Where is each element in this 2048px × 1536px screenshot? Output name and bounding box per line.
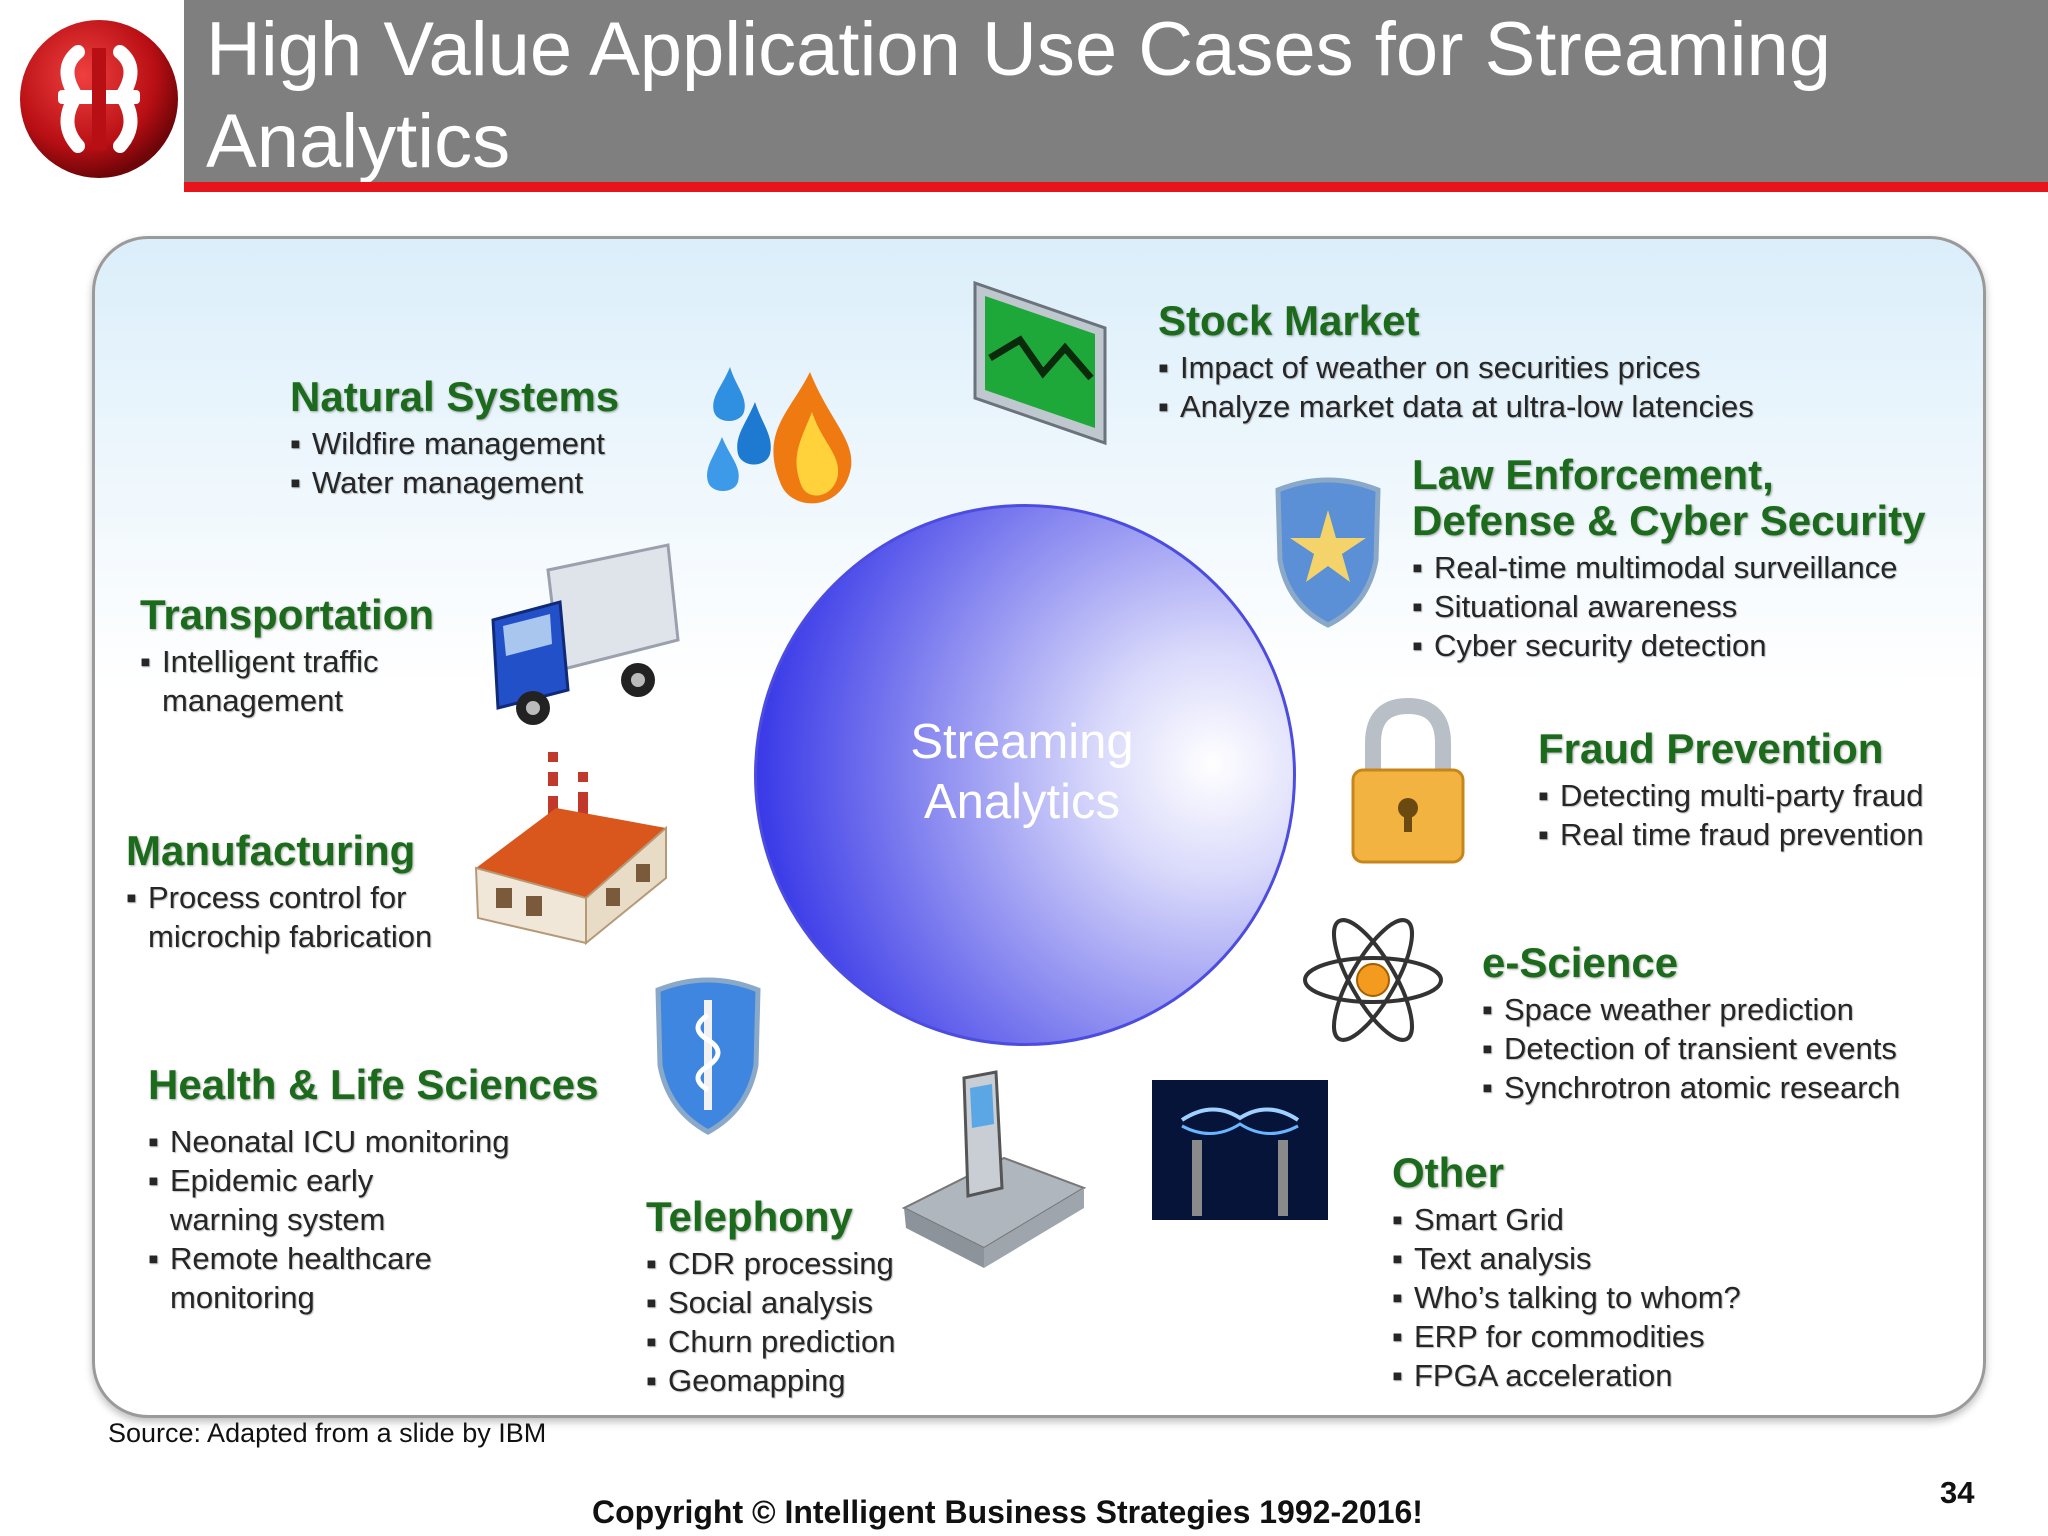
- water-fire-icon: [700, 362, 860, 532]
- slide-title: High Value Application Use Cases for Str…: [206, 7, 1831, 184]
- stock-market-title: Stock Market: [1158, 297, 1420, 344]
- health-title: Health & Life Sciences: [148, 1061, 599, 1108]
- list-item: Detection of transient events: [1482, 1029, 1972, 1068]
- list-item: FPGA acceleration: [1392, 1356, 1812, 1395]
- law-enforcement-block: Law Enforcement, Defense & Cyber Securit…: [1412, 451, 1972, 666]
- list-item: Analyze market data at ultra-low latenci…: [1158, 387, 1818, 426]
- list-item: Text analysis: [1392, 1239, 1812, 1278]
- transportation-block: Transportation Intelligent traffic manag…: [140, 592, 460, 720]
- list-item: Neonatal ICU monitoring: [148, 1122, 628, 1161]
- manufacturing-block: Manufacturing Process control for microc…: [126, 828, 476, 956]
- factory-icon: [466, 748, 676, 948]
- other-title: Other: [1392, 1149, 1505, 1196]
- fraud-prevention-title: Fraud Prevention: [1538, 725, 1884, 772]
- truck-icon: [488, 540, 688, 730]
- list-item: Cyber security detection: [1412, 626, 1972, 665]
- list-item: Impact of weather on securities prices: [1158, 348, 1818, 387]
- list-item: Real time fraud prevention: [1538, 815, 1978, 854]
- center-label: Streaming Analytics: [780, 712, 1264, 832]
- list-item: Remote healthcare monitoring: [148, 1239, 490, 1317]
- stock-market-block: Stock Market Impact of weather on securi…: [1158, 297, 1818, 427]
- manufacturing-title: Manufacturing: [126, 827, 416, 874]
- other-block: Other Smart Grid Text analysis Who’s tal…: [1392, 1149, 1812, 1396]
- company-logo: [18, 18, 180, 180]
- electric-arc-icon: [1152, 1080, 1328, 1220]
- title-bar: [184, 0, 2048, 182]
- list-item: Detecting multi-party fraud: [1538, 776, 1978, 815]
- telephony-block: Telephony CDR processing Social analysis…: [646, 1193, 986, 1401]
- list-item: Intelligent traffic management: [140, 642, 460, 720]
- list-item: Process control for microchip fabricatio…: [126, 878, 476, 956]
- list-item: Geomapping: [646, 1361, 986, 1400]
- list-item: CDR processing: [646, 1244, 986, 1283]
- stock-chart-icon: [965, 278, 1115, 448]
- medical-shield-icon: [648, 970, 768, 1140]
- list-item: Who’s talking to whom?: [1392, 1278, 1812, 1317]
- source-note: Source: Adapted from a slide by IBM: [108, 1418, 547, 1448]
- list-item: ERP for commodities: [1392, 1317, 1812, 1356]
- list-item: Social analysis: [646, 1283, 986, 1322]
- law-enforcement-title-line1: Law Enforcement,: [1412, 451, 1774, 498]
- list-item: Wildfire management: [290, 424, 710, 463]
- transportation-title: Transportation: [140, 591, 435, 638]
- list-item: Epidemic early warning system: [148, 1161, 490, 1239]
- padlock-icon: [1348, 698, 1468, 868]
- list-item: Synchrotron atomic research: [1482, 1068, 1972, 1107]
- fraud-prevention-block: Fraud Prevention Detecting multi-party f…: [1538, 725, 1978, 855]
- star-shield-icon: [1268, 470, 1388, 630]
- streaming-analytics-circle: [754, 504, 1296, 1046]
- title-underline: [184, 182, 2048, 192]
- atom-icon: [1300, 902, 1446, 1058]
- list-item: Churn prediction: [646, 1322, 986, 1361]
- copyright-notice: Copyright © Intelligent Business Strateg…: [592, 1494, 1423, 1530]
- list-item: Smart Grid: [1392, 1200, 1812, 1239]
- telephony-title: Telephony: [646, 1193, 853, 1240]
- list-item: Space weather prediction: [1482, 990, 1972, 1029]
- list-item: Situational awareness: [1412, 587, 1972, 626]
- natural-systems-title: Natural Systems: [290, 373, 620, 420]
- list-item: Water management: [290, 463, 710, 502]
- natural-systems-block: Natural Systems Wildfire management Wate…: [290, 373, 710, 503]
- page-number: 34: [1940, 1475, 1975, 1510]
- e-science-title: e-Science: [1482, 939, 1679, 986]
- center-label-line2: Analytics: [923, 775, 1121, 829]
- health-block: Health & Life Sciences Neonatal ICU moni…: [148, 1062, 628, 1317]
- center-label-line1: Streaming: [910, 715, 1134, 769]
- list-item: Real-time multimodal surveillance: [1412, 548, 1972, 587]
- e-science-block: e-Science Space weather prediction Detec…: [1482, 939, 1972, 1108]
- law-enforcement-title-line2: Defense & Cyber Security: [1412, 497, 1926, 544]
